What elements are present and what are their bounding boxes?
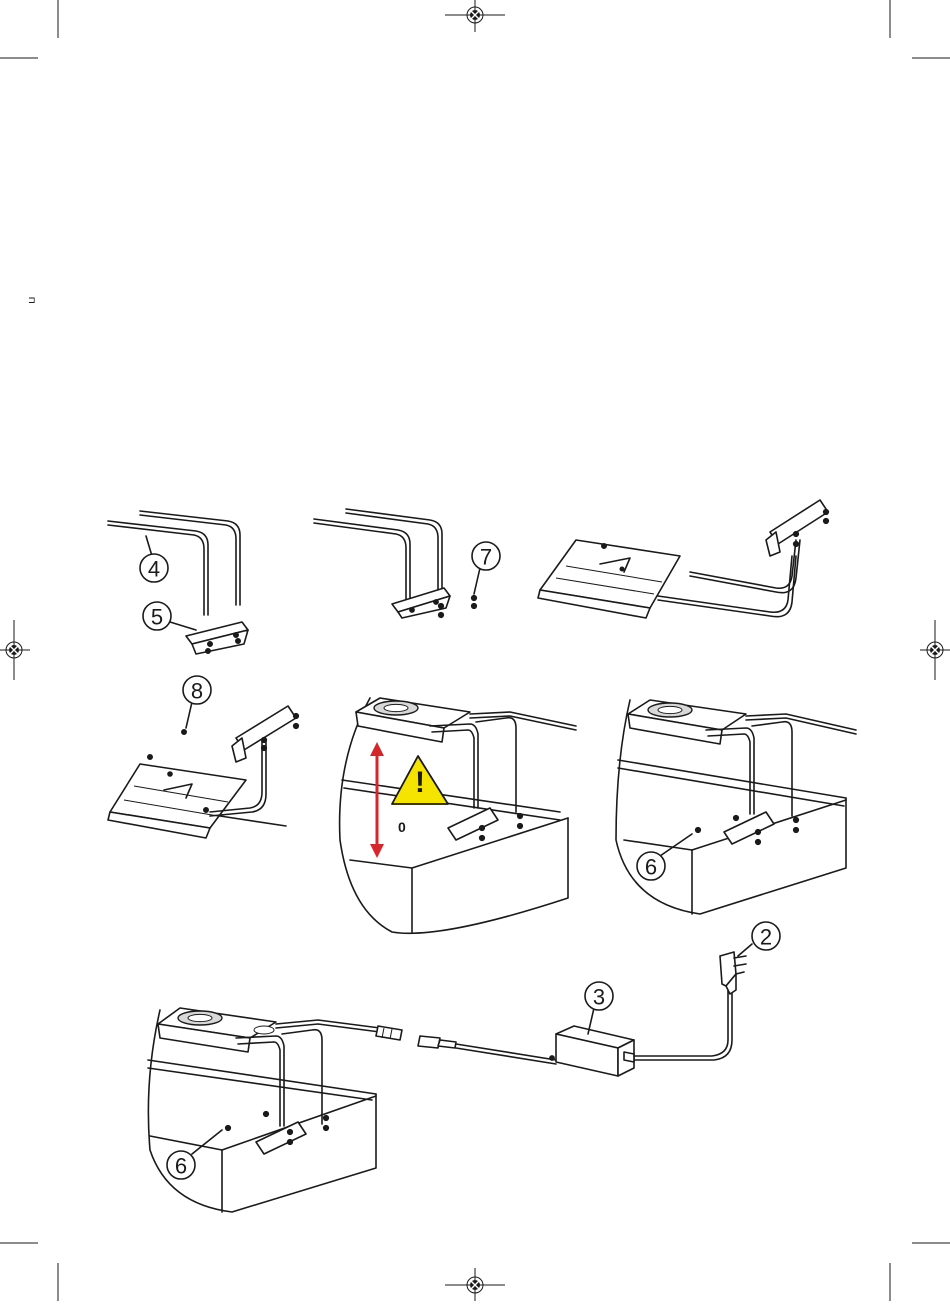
step-4-fixing-screw [108, 702, 299, 838]
warning-icon: ! [415, 766, 425, 799]
callout-screw-pack-number: 7 [480, 545, 492, 570]
dc-connector-male [376, 1026, 402, 1040]
step-5-height-warning: ! 0 [340, 698, 576, 933]
mounting-bracket [186, 622, 248, 654]
step-2-rails-in-bracket [314, 509, 480, 618]
callout-screw-pack: 7 [472, 542, 500, 570]
callout-adapter: 3 [585, 982, 613, 1010]
margin-mark: ⊐ [28, 295, 36, 305]
callout-screw-tank-number: 6 [645, 855, 657, 880]
step-3-light-and-frame [538, 500, 829, 618]
power-adapter [550, 1026, 634, 1076]
callout-screw-small: 8 [183, 676, 211, 704]
registration-target-left [0, 620, 30, 680]
callout-plug-number: 2 [760, 925, 772, 950]
registration-target-bottom [445, 1268, 505, 1301]
callout-screw-tank: 6 [637, 852, 665, 880]
step-7-power-connection [148, 944, 752, 1212]
callout-screw-tank-final-number: 6 [175, 1154, 187, 1179]
callout-plug: 2 [752, 922, 780, 950]
dc-connector-female [418, 1036, 456, 1048]
callout-bracket-number: 5 [151, 605, 163, 630]
callout-bracket: 5 [143, 602, 171, 630]
mains-plug [720, 952, 746, 994]
registration-target-top [445, 0, 505, 32]
callout-rails: 4 [140, 554, 168, 582]
callout-rails-number: 4 [148, 557, 160, 582]
height-label: 0 [398, 819, 406, 835]
step-1-parts [108, 511, 248, 654]
step-6-tank-fixing [616, 700, 856, 914]
registration-target-right [920, 620, 950, 680]
height-arrow [370, 742, 384, 858]
callout-adapter-number: 3 [593, 985, 605, 1010]
callout-screw-small-number: 8 [191, 679, 203, 704]
rail-pair [108, 511, 240, 615]
callout-screw-tank-final: 6 [167, 1151, 195, 1179]
warning-triangle: ! [392, 756, 448, 804]
